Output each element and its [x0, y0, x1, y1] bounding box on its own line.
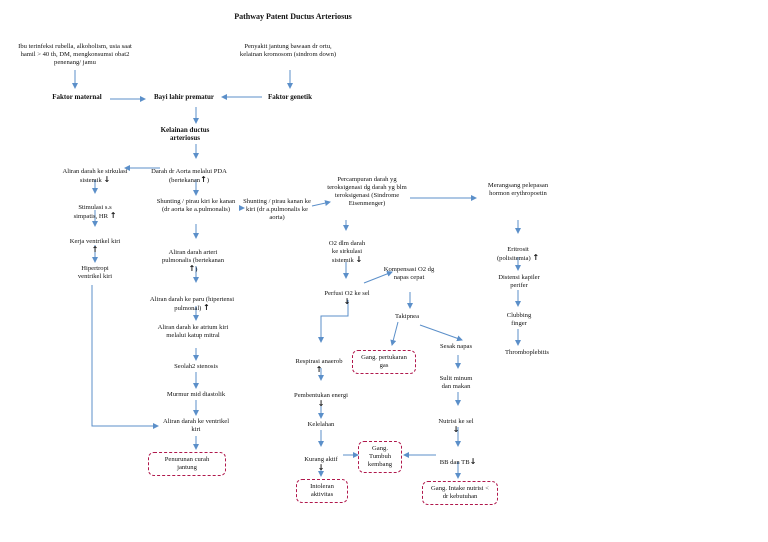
- node-kerja: Kerja ventrikel kiri ↑: [67, 230, 123, 255]
- node-stimulasi-label: Stimulasi s.s simpatis, HR: [73, 204, 112, 220]
- node-pembentukan: Pembentukan energi ↓: [293, 384, 349, 409]
- node-sesak: Sesak napas: [439, 343, 473, 350]
- arrow-down-icon: ↓: [469, 457, 477, 466]
- node-eritrosit-label: Eritrosit (polisitemia): [496, 246, 531, 262]
- node-respirasi-label: Respirasi anaerob: [295, 358, 343, 365]
- node-murmur: Murmur mid diastolik: [166, 391, 226, 398]
- arrow-up-icon: ↑: [200, 175, 207, 184]
- arrow-down-icon: ↓: [103, 175, 111, 184]
- arrow-down-icon: ↓: [355, 255, 363, 264]
- edge-takipnea-gpertukaran: [390, 321, 399, 346]
- node-arteri-pul: Aliran darah arteri pulmonalis (bertekan…: [161, 249, 225, 273]
- node-o2: O2 dlm darah ke sirkulasi sistemik ↓: [326, 232, 368, 265]
- node-pembentukan-label: Pembentukan energi: [294, 392, 348, 399]
- node-clubbing: Clubbing finger: [506, 312, 532, 327]
- arrow-down-icon: ↓: [452, 425, 460, 434]
- edge-perfusi-kompensasi: [363, 271, 393, 284]
- arrow-down-icon: ↓: [343, 297, 351, 306]
- node-sealah: Seolah2 stenosis: [174, 363, 218, 370]
- node-eritrosit: Eritrosit (polisitemia) ↑: [490, 238, 546, 263]
- edge-takipnea-sesak: [419, 324, 463, 342]
- node-aliran-sirk: Aliran darah ke sirkulasi sistemik ↓: [60, 160, 130, 185]
- arrow-down-icon: ↓: [317, 399, 325, 408]
- node-respirasi: Respirasi anaerob ↑: [295, 350, 343, 375]
- arrow-up-icon: ↑: [203, 303, 210, 312]
- arrow-up-icon: ↑: [109, 211, 117, 220]
- node-shunt1: Shunting / pirau kiri ke kanan (dr aorta…: [156, 198, 236, 213]
- node-aliran-sirk-label: Aliran darah ke sirkulasi sistemik: [62, 168, 128, 184]
- node-intoleran: Intoleran aktivitas: [296, 479, 348, 503]
- node-darah-aorta-label: Darah dr Aorta melalui PDA (bertekanan: [151, 168, 227, 184]
- node-penyakit: Penyakit jantung bawaan dr ortu, kelaina…: [239, 43, 337, 58]
- node-takipnea: Takipnea: [394, 313, 420, 320]
- node-kompensasi: Kompensasi O2 dg napas cepat: [383, 266, 435, 281]
- node-ggrowth: Gang. Tumbuh kembang: [358, 441, 402, 473]
- diagram-title: Pathway Patent Ductus Arteriosus: [234, 12, 352, 21]
- arrow-up-icon: ↑: [532, 253, 540, 262]
- node-paru-label: Aliran darah ke paru (hipertensi pulmona…: [149, 296, 235, 312]
- node-perfusi-label: Perfusi O2 ke sel: [324, 290, 370, 297]
- node-bbtb-label: BB dan TB: [439, 459, 470, 466]
- node-perfusi: Perfusi O2 ke sel ↓: [323, 282, 371, 307]
- edge-hipertropi-ventrikel: [91, 285, 159, 429]
- node-gpertukaran: Gang. pertukaran gas: [352, 350, 416, 374]
- node-bbtb: BB dan TB↓: [433, 450, 483, 467]
- node-kelelahan: Kelelahan: [307, 421, 335, 428]
- node-sulit: Sulit minum dan makan: [439, 375, 473, 390]
- node-ibu: Ibu terinfeksi rubella, alkoholism, usia…: [18, 43, 132, 66]
- arrow-up-icon: ↑: [315, 365, 323, 374]
- node-curah: Penurunan curah jantung: [148, 452, 226, 476]
- node-kelainan: Kelainan ductus arteriosus: [160, 126, 210, 142]
- node-ventrikel: Aliran darah ke ventrikel kiri: [162, 418, 230, 433]
- node-merangsang: Merangsang pelepasan hormon erythropoeti…: [487, 182, 549, 197]
- node-kurang-label: Kurang aktif: [304, 456, 338, 463]
- node-kerja-label: Kerja ventrikel kiri: [69, 238, 121, 245]
- node-gintake: Gang. Intake nutrisi < dr kebutuhan: [422, 481, 498, 505]
- edge-perfusi-respirasi: [318, 300, 349, 343]
- node-atrium: Aliran darah ke atrium kiri melalui katu…: [157, 324, 229, 339]
- node-nutrisi-label: Nutrisi ke sel: [438, 418, 474, 425]
- node-o2-label: O2 dlm darah ke sirkulasi sistemik: [328, 240, 366, 264]
- node-nutrisi: Nutrisi ke sel ↓: [436, 410, 476, 435]
- node-kurang: Kurang aktif ↓: [301, 448, 341, 473]
- node-distensi: Distensi kapiler perifer: [498, 274, 540, 289]
- edge-shunt2-percampuran: [311, 200, 331, 207]
- arrow-up-icon: ↑: [188, 264, 196, 273]
- node-thrombo: Thromboplebitis: [505, 349, 549, 356]
- arrow-down-icon: ↓: [317, 463, 325, 472]
- node-shunt2: Shunting / pirau kanan ke kiri (dr a.pul…: [243, 198, 311, 221]
- node-faktor-genetik: Faktor genetik: [267, 93, 312, 101]
- node-arteri-pul-label: Aliran darah arteri pulmonalis (bertekan…: [161, 249, 225, 264]
- node-hipertropi: Hipertropi ventrikel kiri: [77, 265, 113, 280]
- node-faktor-maternal: Faktor maternal: [52, 93, 102, 101]
- node-percampuran: Percampuran darah yg teroksigenasi dg da…: [327, 176, 407, 207]
- node-stimulasi: Stimulasi s.s simpatis, HR ↑: [67, 196, 123, 221]
- arrow-up-icon: ↑: [91, 245, 99, 254]
- node-bayi-lahir: Bayi lahir prematur: [153, 93, 215, 101]
- node-paru: Aliran darah ke paru (hipertensi pulmona…: [147, 288, 237, 313]
- node-darah-aorta: Darah dr Aorta melalui PDA (bertekanan↑): [151, 168, 227, 184]
